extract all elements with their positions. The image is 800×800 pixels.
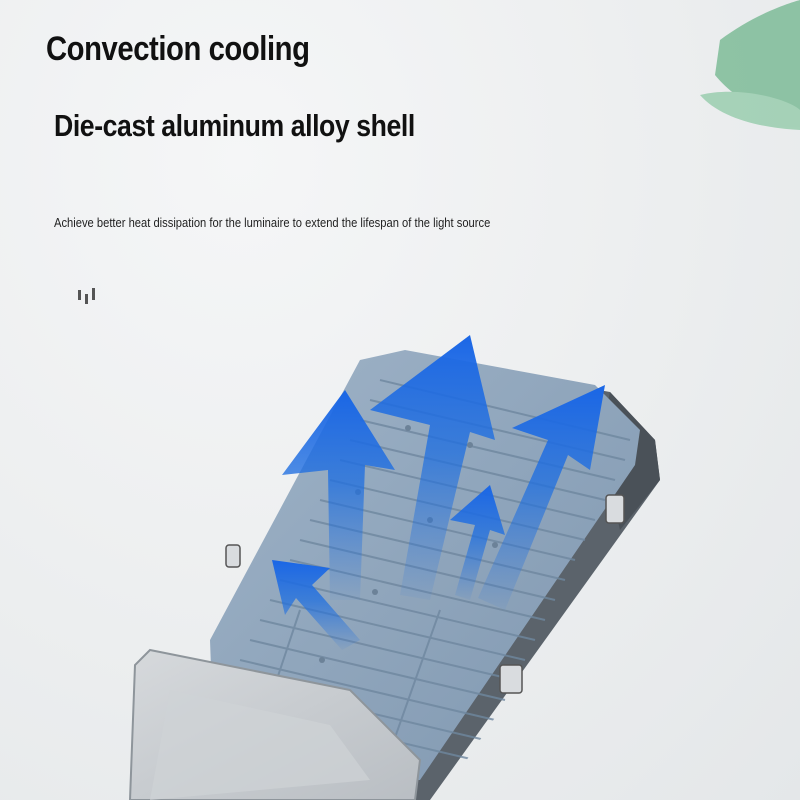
signal-bars-icon bbox=[78, 288, 95, 304]
heading-secondary: Die-cast aluminum alloy shell bbox=[54, 108, 415, 143]
leaf-icon bbox=[700, 0, 800, 130]
description-text: Achieve better heat dissipation for the … bbox=[54, 215, 491, 230]
light-panel bbox=[128, 648, 422, 800]
heading-primary: Convection cooling bbox=[46, 30, 310, 68]
heat-arrow-icon bbox=[272, 335, 605, 650]
mounting-clip-icon bbox=[225, 494, 625, 694]
